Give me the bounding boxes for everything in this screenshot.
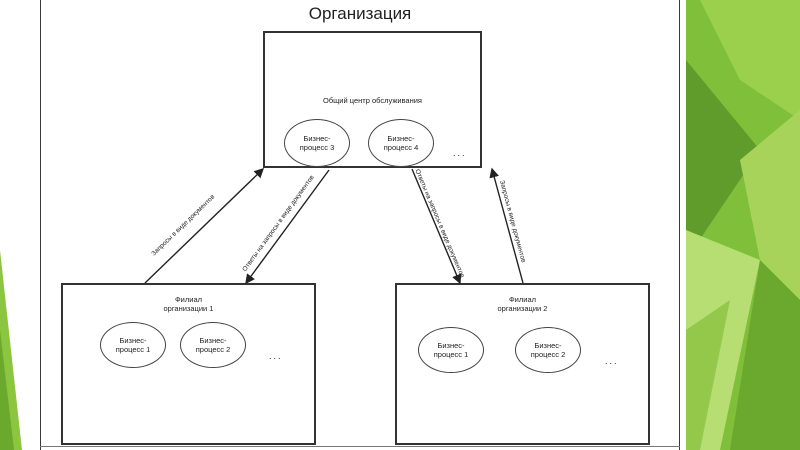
branch-1-business-process-1-circle: Бизнес- процесс 1 [100,322,166,368]
frame-right-border [679,0,680,450]
frame-left-border [40,0,41,450]
business-process-3-circle: Бизнес- процесс 3 [284,119,350,167]
left-green-wedge-2 [0,330,14,450]
branch-2-more-ellipsis: ... [605,356,619,366]
frame-bottom-border [40,446,680,447]
business-process-4-label: Бизнес- процесс 4 [383,134,419,152]
branch-2-business-process-2-circle: Бизнес- процесс 2 [515,327,581,373]
branch-2-business-process-1-label: Бизнес- процесс 1 [433,341,469,359]
branch-1-business-process-2-circle: Бизнес- процесс 2 [180,322,246,368]
branch-1-more-ellipsis: ... [269,351,283,361]
branch-2-business-process-2-label: Бизнес- процесс 2 [530,341,566,359]
arrow-label-branch2-responses: Ответы на запросы в виде документов [413,168,466,279]
shared-service-center-label: Общий центр обслуживания [323,96,422,105]
right-green-shard-6 [686,300,730,450]
shared-service-center-box: Общий центр обслуживания Бизнес- процесс… [263,31,482,168]
branch-1-label: Филиал организации 1 [163,295,214,313]
right-green-shard-2 [686,60,760,260]
arrow-label-branch1-requests: Запросы в виде документов [150,193,217,258]
arrow-label-branch1-responses: Ответы на запросы в виде документов [241,174,316,273]
organization-diagram: Организация Общий центр обслуживания Биз… [40,0,680,450]
right-green-shard-3 [740,110,800,300]
business-process-3-label: Бизнес- процесс 3 [299,134,335,152]
branch-2-label: Филиал организации 2 [497,295,548,313]
branch-1-business-process-1-label: Бизнес- процесс 1 [115,336,151,354]
right-green-shard-5 [730,260,800,450]
arrow-branch2-requests [489,167,524,284]
branch-2-business-process-1-circle: Бизнес- процесс 1 [418,327,484,373]
diagram-title: Организация [308,4,412,23]
branch-2-box: Филиал организации 2 Бизнес- процесс 1 Б… [395,283,650,445]
branch-1-box: Филиал организации 1 Бизнес- процесс 1 Б… [61,283,316,445]
arrow-branch1-responses [245,169,330,285]
right-green-shard-1 [700,0,800,120]
branch-1-business-process-2-label: Бизнес- процесс 2 [195,336,231,354]
business-process-4-circle: Бизнес- процесс 4 [368,119,434,167]
arrow-label-branch2-requests: Запросы в виде документов [498,179,527,264]
center-more-ellipsis: ... [453,148,467,158]
